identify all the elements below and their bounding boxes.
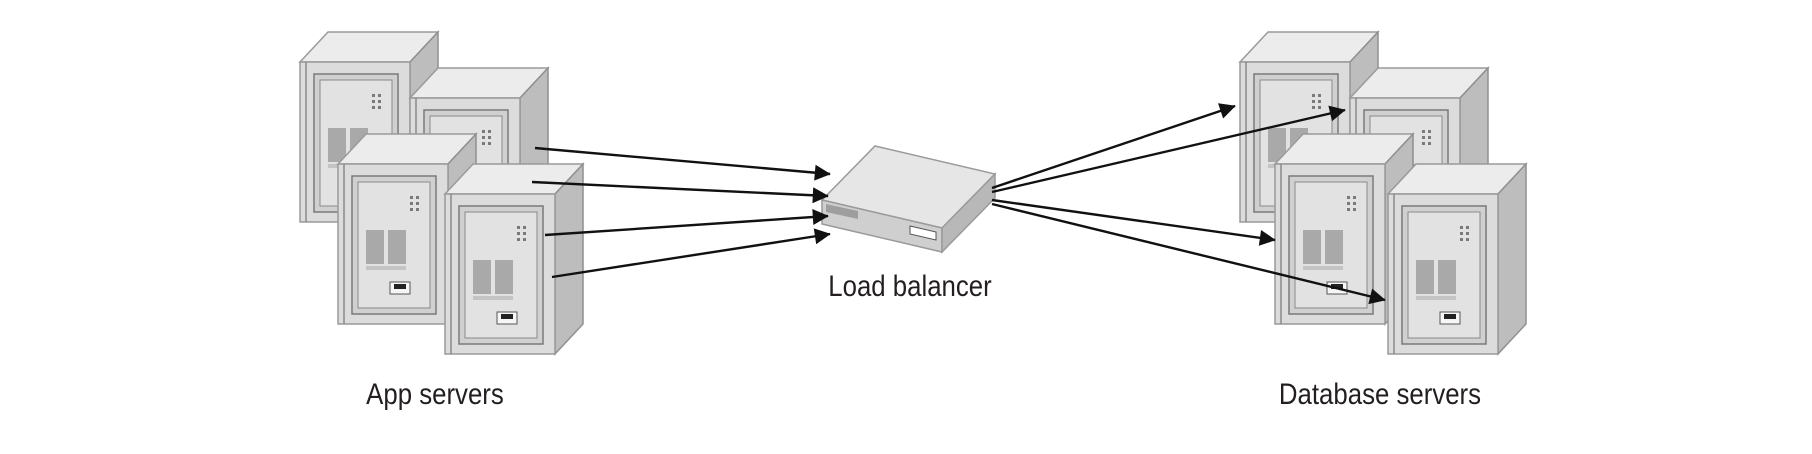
lb-to-db-connections xyxy=(991,103,1386,305)
connection-arrow xyxy=(534,146,831,181)
database-server-icon xyxy=(1387,163,1527,355)
app-servers-label: App servers xyxy=(366,377,504,410)
connection-arrow xyxy=(991,198,1276,246)
connection-arrow xyxy=(991,105,1346,194)
database-servers-label: Database servers xyxy=(1279,377,1481,410)
app-server-icon xyxy=(444,163,584,355)
database-servers-group xyxy=(1239,31,1527,355)
connection-arrow xyxy=(531,180,829,204)
connection-arrow xyxy=(544,209,829,237)
app-to-lb-connections xyxy=(531,146,831,279)
load-balancer-device-icon xyxy=(820,145,997,254)
app-servers-group xyxy=(299,31,584,355)
connection-arrow xyxy=(551,228,831,279)
connection-arrow xyxy=(991,202,1386,305)
load-balancer-label: Load balancer xyxy=(828,269,991,302)
connection-arrow xyxy=(991,103,1236,190)
